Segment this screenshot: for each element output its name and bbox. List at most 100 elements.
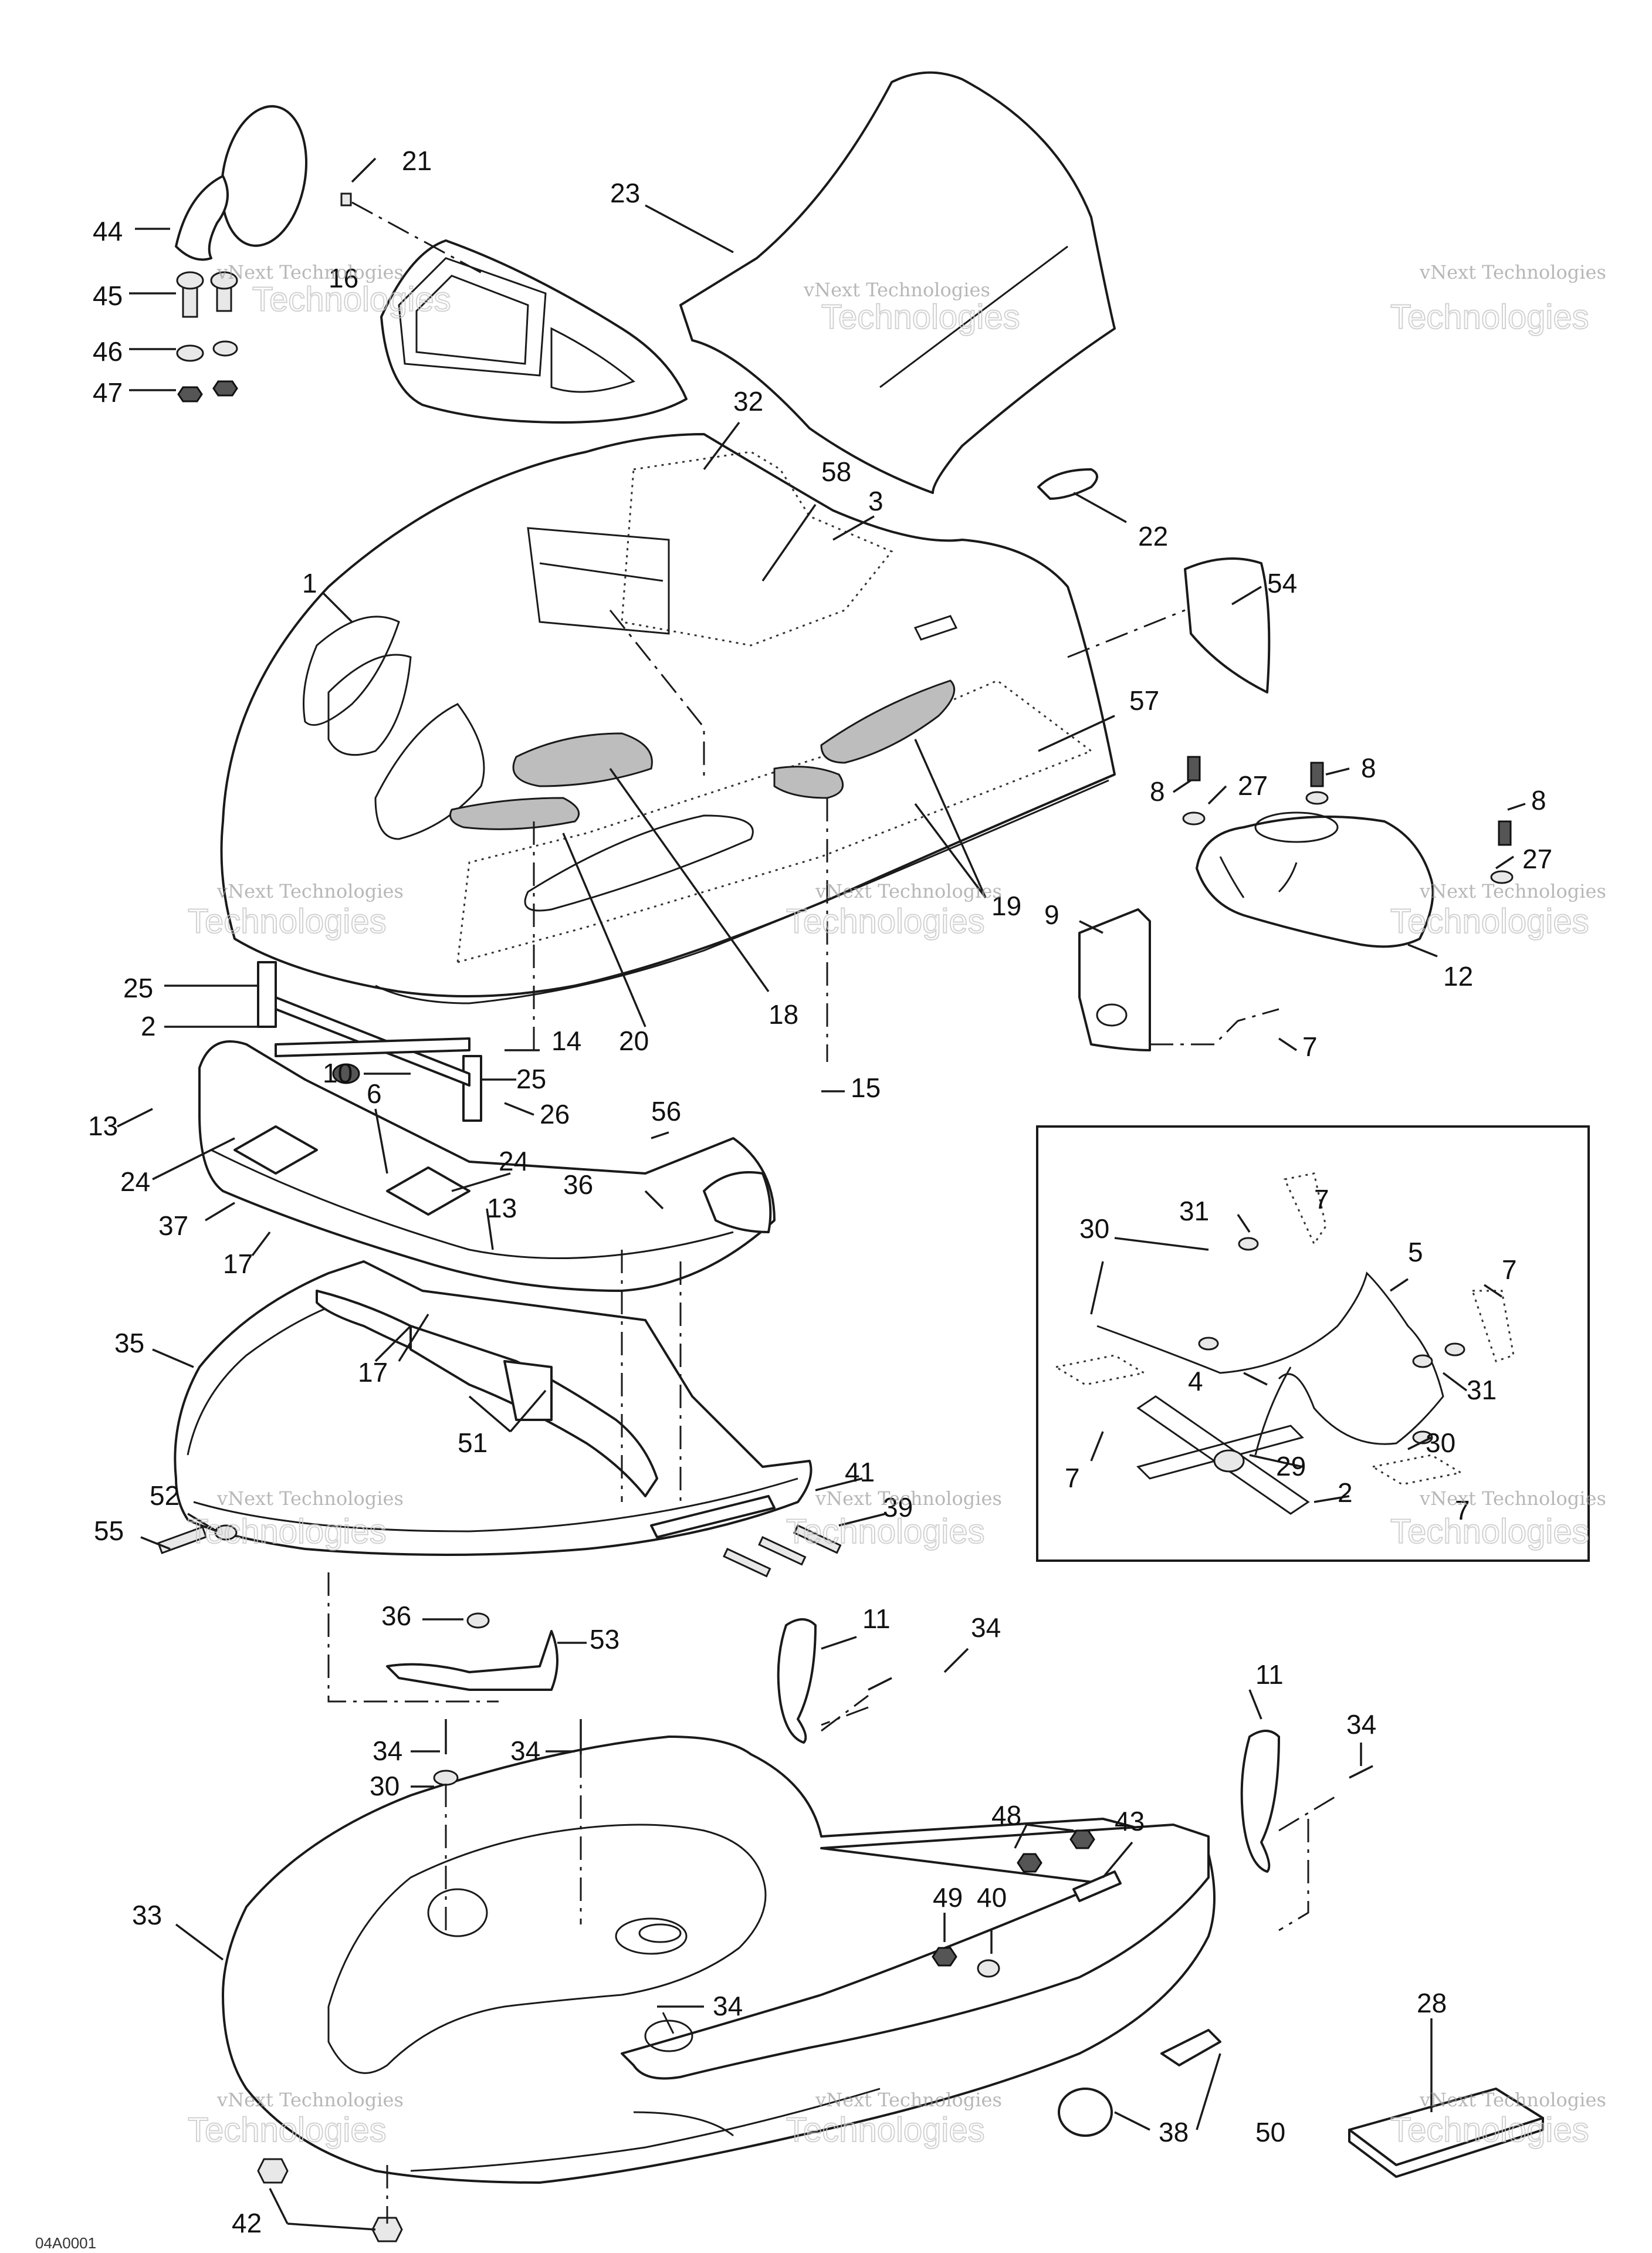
watermark-outline: Technologies [188, 2111, 387, 2149]
watermark-text: vNext Technologies [803, 279, 990, 301]
bracket-9 [1078, 908, 1151, 1051]
callout-34d: 34 [510, 1736, 540, 1766]
reflector-50 [1160, 2029, 1221, 2066]
watermark-text: vNext Technologies [1419, 2089, 1606, 2111]
callout-21: 21 [402, 146, 432, 176]
callout-10: 10 [323, 1058, 353, 1088]
hood [220, 433, 1116, 1004]
callout-34e: 34 [713, 1991, 743, 2021]
callout-14: 14 [551, 1026, 581, 1056]
watermark-text: vNext Technologies [815, 880, 1002, 902]
watermarks: vNext Technologies Technologies vNext Te… [187, 261, 1606, 2150]
callout-4: 4 [1188, 1366, 1203, 1396]
callout-33: 33 [132, 1900, 162, 1930]
callout-54: 54 [1267, 568, 1297, 598]
callout-30a: 30 [370, 1771, 400, 1801]
callout-15: 15 [851, 1073, 881, 1103]
callout-55: 55 [94, 1515, 124, 1546]
callout-35: 35 [114, 1328, 144, 1358]
watermark-outline: Technologies [1390, 298, 1589, 336]
callout-22: 22 [1138, 521, 1168, 552]
watermark-text: vNext Technologies [216, 261, 404, 283]
reinforcements-51 [316, 1290, 658, 1497]
callout-16: 16 [329, 263, 358, 293]
bottom-pan-37 [198, 1040, 776, 1292]
callout-48: 48 [991, 1800, 1021, 1831]
mirror [175, 105, 308, 261]
console [1196, 811, 1434, 948]
callout-36b: 36 [381, 1601, 411, 1631]
callout-24b: 24 [499, 1146, 529, 1176]
fasteners-48-49-40-43 [932, 1829, 1122, 1978]
callout-36a: 36 [563, 1169, 593, 1200]
callout-31a: 31 [1179, 1196, 1209, 1226]
watermark-text: vNext Technologies [1419, 261, 1606, 283]
foot-brackets-11 [777, 1618, 1280, 1873]
callout-9: 9 [1044, 899, 1059, 930]
callout-5: 5 [1408, 1237, 1423, 1267]
callout-11b: 11 [1255, 1659, 1284, 1690]
callout-12: 12 [1443, 961, 1473, 992]
callout-29: 29 [1276, 1451, 1306, 1481]
callout-32: 32 [733, 386, 763, 417]
callout-53: 53 [590, 1624, 620, 1655]
callout-31b: 31 [1467, 1375, 1497, 1405]
callout-8a: 8 [1150, 776, 1165, 807]
assembly-line [1278, 1819, 1309, 1931]
callout-24a: 24 [120, 1166, 150, 1197]
callout-37: 37 [158, 1210, 188, 1241]
callout-44: 44 [93, 216, 123, 246]
callout-17b: 17 [358, 1357, 388, 1388]
watermark-text: vNext Technologies [1419, 880, 1606, 902]
callout-26: 26 [540, 1099, 570, 1129]
cover-38 [1058, 2088, 1113, 2137]
mirror-hardware [176, 271, 238, 402]
callout-7b: 7 [1314, 1184, 1329, 1215]
watermark-outline: Technologies [188, 1513, 387, 1551]
console-screws [1182, 756, 1514, 884]
callout-23: 23 [610, 178, 640, 208]
callout-38: 38 [1159, 2117, 1189, 2147]
callout-7e: 7 [1455, 1495, 1470, 1525]
callout-17a: 17 [223, 1249, 253, 1279]
bracket-53 [386, 1612, 558, 1692]
watermark-outline: Technologies [786, 902, 985, 941]
assembly-line [1067, 609, 1186, 658]
watermark-outline: Technologies [252, 280, 451, 319]
callout-52: 52 [150, 1480, 180, 1511]
callout-42: 42 [232, 2208, 262, 2238]
watermark-outline: Technologies [188, 902, 387, 941]
callout-7c: 7 [1502, 1254, 1517, 1285]
callout-2: 2 [141, 1011, 156, 1041]
callout-3: 3 [868, 486, 883, 516]
watermark-outline: Technologies [786, 1513, 985, 1551]
callout-25b: 25 [516, 1064, 546, 1094]
rivets-34 [433, 1677, 1373, 1786]
callout-1: 1 [302, 568, 317, 598]
watermark-text: vNext Technologies [815, 2089, 1002, 2111]
callout-57: 57 [1129, 685, 1159, 716]
callout-51: 51 [458, 1427, 488, 1458]
bumper-bolts [157, 1524, 842, 1578]
callout-18: 18 [769, 999, 798, 1030]
callout-8c: 8 [1531, 785, 1546, 816]
hinge-plates-24 [233, 1125, 470, 1216]
callout-13a: 13 [88, 1111, 118, 1141]
callout-34c: 34 [373, 1736, 402, 1766]
callout-numbers: 44 45 46 47 21 16 23 32 58 3 22 54 1 57 … [88, 146, 1552, 2238]
watermark-outline: Technologies [1390, 2111, 1589, 2149]
watermark-text: vNext Technologies [1419, 1487, 1606, 1510]
watermark-outline: Technologies [1390, 1513, 1589, 1551]
callout-25a: 25 [123, 973, 153, 1003]
assembly-line [662, 2012, 676, 2037]
assembly-line [821, 1706, 869, 1726]
callout-11a: 11 [862, 1604, 891, 1634]
assembly-line [327, 1572, 499, 1703]
watermark-outline: Technologies [786, 2111, 985, 2149]
rivet-7-line [1150, 1008, 1279, 1046]
callout-40: 40 [977, 1882, 1007, 1913]
inset-cable-assembly [1053, 1172, 1515, 1515]
callout-34b: 34 [1346, 1709, 1376, 1740]
hinge-assembly [257, 961, 482, 1122]
callout-34a: 34 [971, 1612, 1001, 1643]
